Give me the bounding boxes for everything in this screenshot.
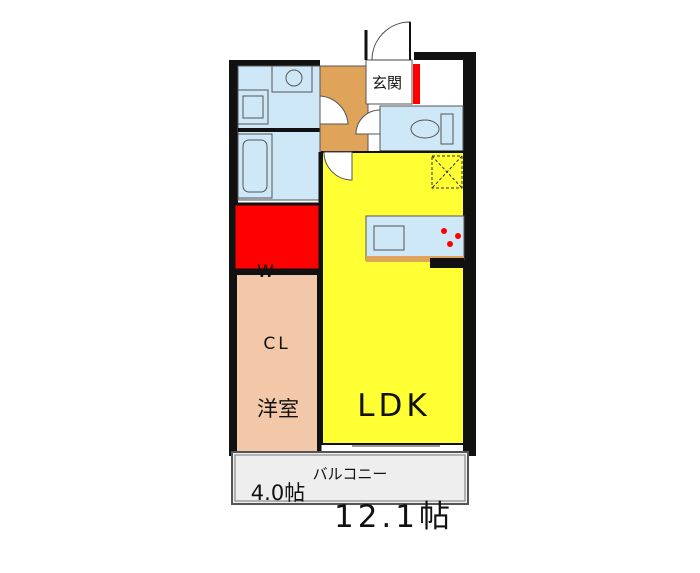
stove-burner-3: [455, 233, 461, 239]
wall-top-right: [414, 52, 476, 60]
shoe-box: [413, 64, 420, 104]
stove-burner-1: [441, 228, 447, 234]
washbasin-bowl: [285, 69, 303, 87]
range-hood-wall: [430, 258, 464, 268]
kitchen-sink: [373, 225, 405, 251]
floor-plan: [229, 21, 476, 505]
walk-in-closet-area: [232, 202, 322, 272]
western-room-name: 洋室: [257, 397, 299, 421]
entrance-area: [365, 59, 413, 105]
western-room-label: 洋室 4.0帖: [238, 339, 318, 535]
western-room-size: 4.0帖: [250, 481, 306, 505]
counter-edge: [366, 256, 464, 262]
toilet-bowl: [410, 119, 440, 139]
washroom-door-swing: [319, 95, 349, 125]
walk-in-closet-label: W－ CL: [238, 212, 316, 380]
balcony-inner: [234, 454, 466, 502]
balcony-label: バルコニー: [312, 465, 388, 483]
fridge-space-diag-2: [431, 155, 463, 189]
walk-in-closet-label-line1: W－: [257, 262, 297, 282]
toilet-door-swing: [355, 109, 381, 135]
washing-machine-drum: [242, 95, 264, 119]
stove-burner-2: [447, 241, 453, 247]
ldk-size: 12.1帖: [333, 499, 455, 535]
bathtub: [237, 133, 273, 199]
ldk-label: LDK 12.1帖: [323, 314, 465, 573]
fridge-space: [431, 155, 463, 189]
walk-in-closet-label-line2: CL: [263, 334, 291, 354]
wall-top-left: [229, 60, 320, 66]
ldk-name: LDK: [357, 388, 431, 424]
bathtub-inner: [242, 139, 268, 193]
balcony-area: [231, 451, 469, 505]
genkan-label: 玄関: [371, 74, 402, 92]
ldk-door-swing: [323, 151, 353, 181]
toilet-tank: [440, 113, 454, 145]
ldk-area: [321, 151, 465, 445]
western-room-area: [235, 273, 319, 453]
kitchen-counter: [365, 215, 465, 261]
entrance-door-swing: [371, 21, 411, 61]
wall-block-right: [463, 52, 476, 456]
